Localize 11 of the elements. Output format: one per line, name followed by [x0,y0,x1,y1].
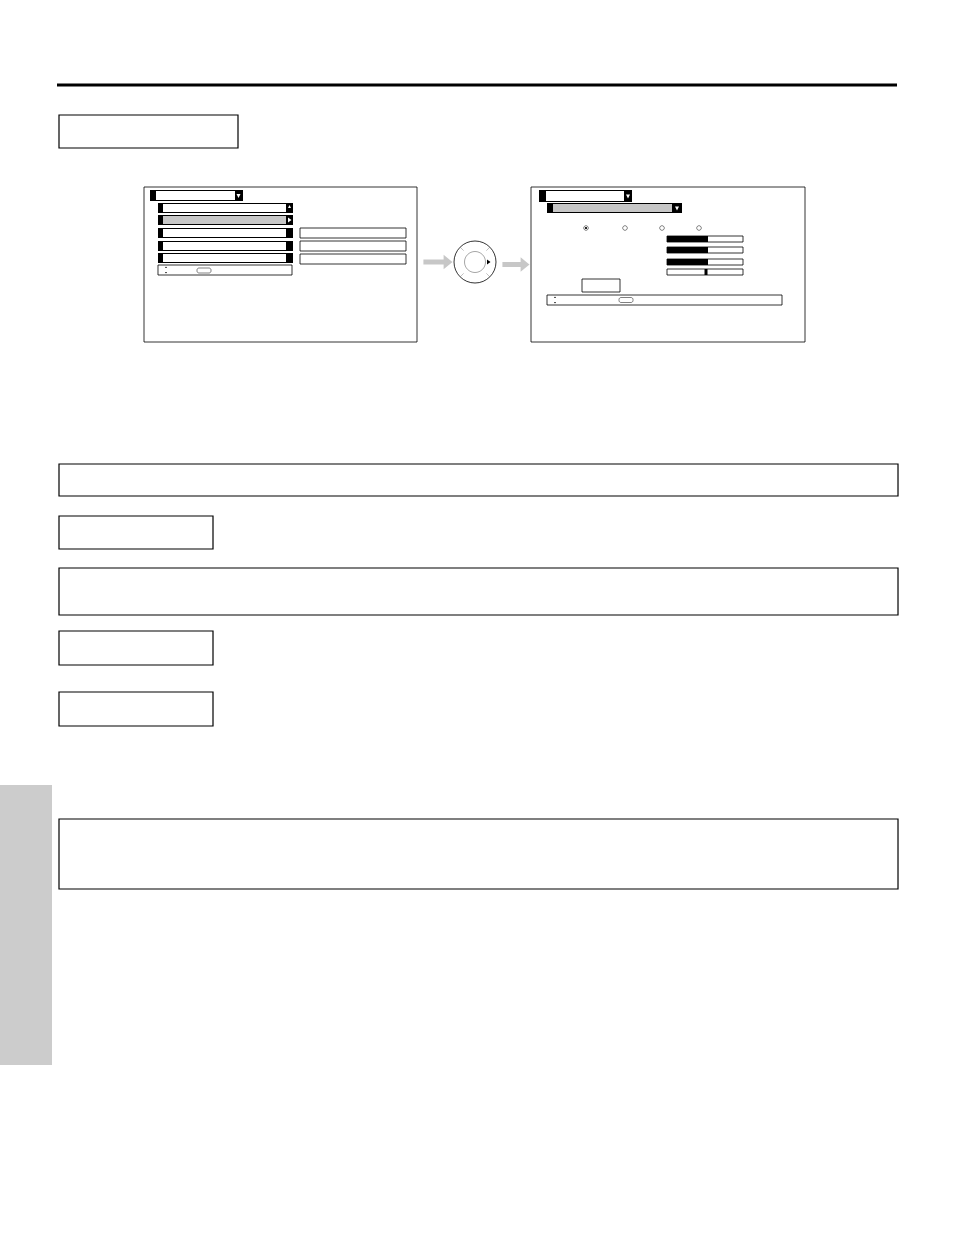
section-box [58,114,239,149]
section-box [58,630,214,666]
section-box [58,567,899,616]
section-box [58,818,899,890]
section-box [58,463,899,497]
control-pad-drawing [453,240,497,284]
section-box [58,691,214,727]
side-tab [0,785,52,1065]
section-box [58,515,214,550]
menu-screen-drawing [143,186,418,343]
menu-screen-drawing [530,186,806,343]
